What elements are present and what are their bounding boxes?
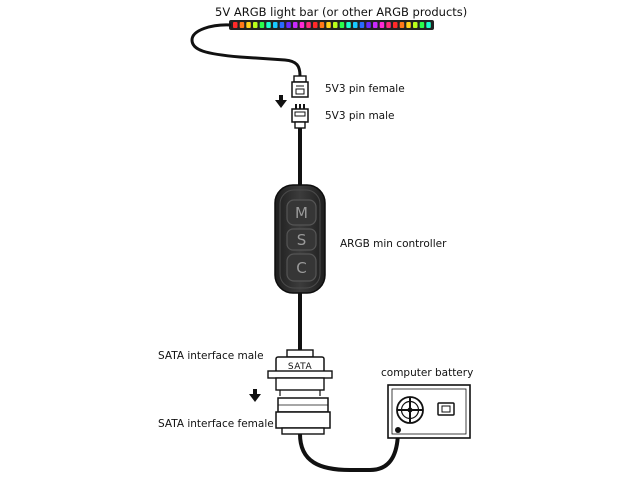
led-segment — [326, 22, 331, 28]
battery-label: computer battery — [381, 367, 474, 379]
led-segment — [346, 22, 351, 28]
pin-male-label: 5V3 pin male — [325, 110, 395, 122]
led-segment — [426, 22, 431, 28]
sata-female-label: SATA interface female — [158, 418, 274, 430]
button-c-label: C — [296, 259, 306, 277]
sata-male-label: SATA interface male — [158, 350, 264, 362]
psu-cable — [298, 429, 400, 472]
sata-female-connector — [275, 397, 331, 435]
fan-icon — [396, 396, 424, 424]
argb-light-bar — [229, 20, 434, 30]
led-segment — [413, 22, 418, 28]
led-segment — [239, 22, 245, 28]
controller-button-m: M — [286, 199, 317, 226]
led-segment — [299, 22, 305, 28]
led-segment — [399, 22, 405, 28]
led-segment — [253, 22, 258, 28]
led-segment — [246, 22, 251, 28]
pin-female-label: 5V3 pin female — [325, 83, 405, 95]
led-segment — [293, 22, 298, 28]
led-segment — [373, 22, 378, 28]
led-segment — [339, 22, 345, 28]
controller-button-s: S — [286, 228, 317, 251]
light-bar-leds — [233, 22, 431, 28]
led-segment — [273, 22, 278, 28]
led-segment — [353, 22, 358, 28]
led-segment — [366, 22, 371, 28]
led-segment — [386, 22, 391, 28]
led-segment — [393, 22, 398, 28]
strip-cable — [190, 23, 302, 77]
sata-plug-label: SATA — [288, 362, 313, 372]
pin-female-connector — [291, 75, 309, 98]
led-segment — [306, 22, 311, 28]
pin-male-connector — [291, 104, 309, 129]
led-segment — [419, 22, 425, 28]
psu-cable-port — [395, 427, 401, 433]
computer-battery — [387, 384, 471, 439]
led-segment — [379, 22, 385, 28]
sata-male-connector: SATA — [267, 349, 333, 396]
led-segment — [359, 22, 365, 28]
controller-button-c: C — [286, 253, 317, 282]
connect-arrow-icon — [275, 95, 287, 108]
led-segment — [286, 22, 291, 28]
sata-connect-arrow-icon — [249, 389, 261, 402]
led-segment — [279, 22, 285, 28]
led-segment — [266, 22, 271, 28]
power-socket-icon — [437, 402, 455, 416]
light-bar-label: 5V ARGB light bar (or other ARGB product… — [215, 5, 468, 19]
led-segment — [406, 22, 411, 28]
led-segment — [259, 22, 265, 28]
led-segment — [233, 22, 238, 28]
button-s-label: S — [297, 231, 307, 249]
controller-label: ARGB min controller — [340, 238, 447, 250]
led-segment — [313, 22, 318, 28]
led-segment — [333, 22, 338, 28]
argb-controller: M S C — [274, 184, 326, 294]
led-segment — [319, 22, 325, 28]
button-m-label: M — [295, 204, 308, 222]
